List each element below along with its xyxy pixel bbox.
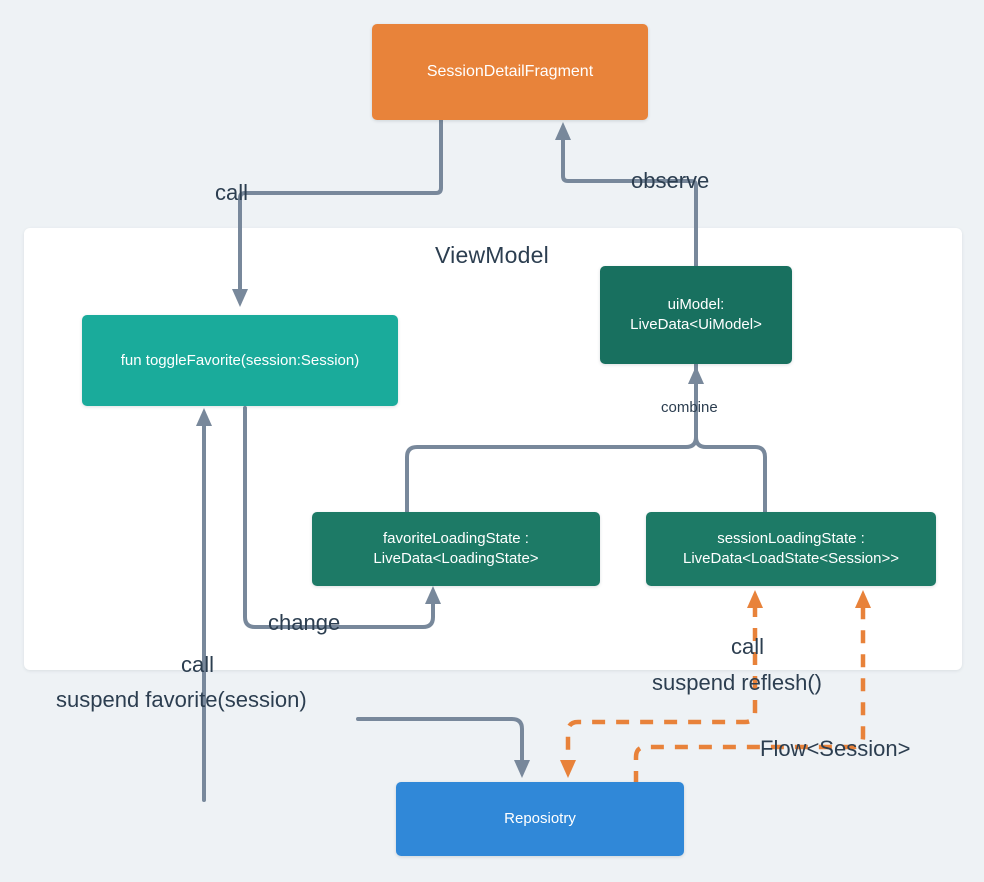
edge-label-call-top: call [215,180,249,205]
viewmodel-panel [24,228,962,670]
edge-suspend-favorite [356,717,530,778]
edge-label-call-left: call [181,652,215,677]
edge-label-change: change [268,610,341,635]
node-favorite-loading-state[interactable]: favoriteLoadingState : LiveData<LoadingS… [312,512,600,586]
edge-label-observe: observe [631,168,710,193]
edge-label-combine: combine [661,399,718,416]
node-repository[interactable]: Reposiotry [396,782,684,856]
node-session-loading-state[interactable]: sessionLoadingState : LiveData<LoadState… [646,512,936,586]
edge-label-suspend-favorite: suspend favorite(session) [56,687,307,712]
node-toggle-favorite[interactable]: fun toggleFavorite(session:Session) [82,315,398,406]
node-ui-model[interactable]: uiModel: LiveData<UiModel> [600,266,792,364]
node-session-detail-fragment[interactable]: SessionDetailFragment [372,24,648,120]
panel-title: ViewModel [435,242,549,268]
edge-label-suspend-reflesh: suspend reflesh() [652,670,822,695]
edge-label-call-right: call [731,634,765,659]
edge-label-flow-session: Flow<Session> [760,736,911,761]
